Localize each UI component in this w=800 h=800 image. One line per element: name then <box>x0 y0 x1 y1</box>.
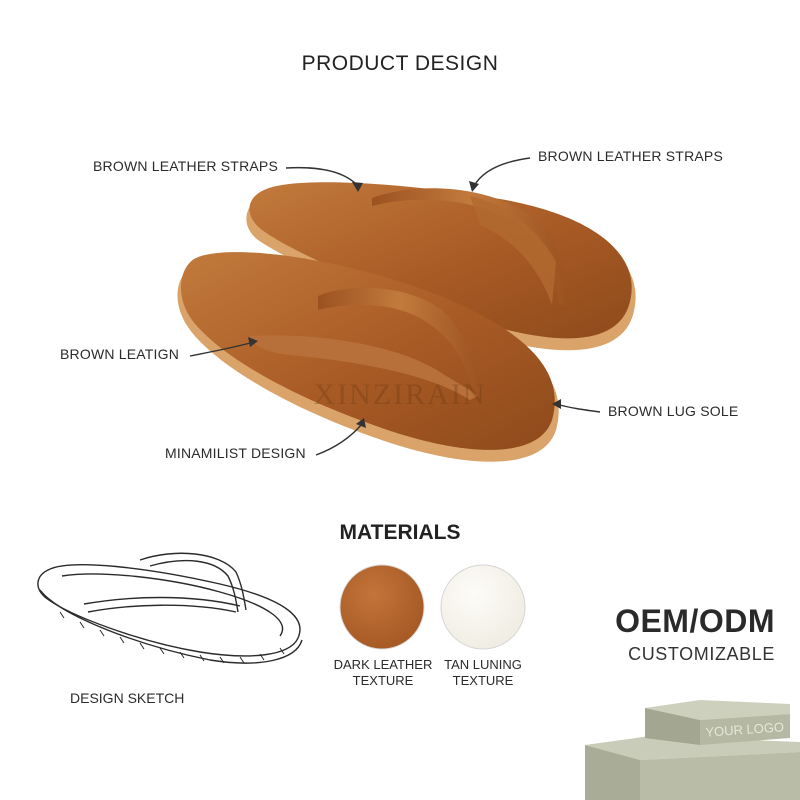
box-top-front <box>645 708 700 745</box>
swatch-tan-lining <box>440 564 526 650</box>
box-top-side <box>700 714 790 745</box>
sketch-strap-side-inner <box>87 604 237 613</box>
sketch-tread <box>59 611 285 664</box>
front-sandal-strap-right <box>250 335 478 400</box>
sketch-footbed <box>61 573 284 637</box>
sketch-strap-top <box>139 552 247 611</box>
callout-brown-leather-straps-right: BROWN LEATHER STRAPS <box>538 148 723 164</box>
sketch-sole-outline <box>37 564 301 657</box>
arrow-straps-right <box>473 157 531 187</box>
box-bottom-top <box>585 736 800 760</box>
sketch-strap-side <box>83 596 241 607</box>
box-bottom-front <box>585 745 640 800</box>
arrowhead-straps-right <box>469 181 479 192</box>
arrowhead-minimalist <box>356 418 366 428</box>
materials-title: MATERIALS <box>339 521 461 544</box>
design-sketch <box>37 552 303 664</box>
box-logo-text: YOUR LOGO <box>705 719 785 739</box>
customizable-subtitle: CUSTOMIZABLE <box>628 644 775 664</box>
arrow-lug-sole <box>555 403 601 413</box>
arrow-leather <box>189 341 255 357</box>
page-title: PRODUCT DESIGN <box>301 52 499 75</box>
callout-brown-lug-sole: BROWN LUG SOLE <box>608 403 739 419</box>
front-sandal <box>177 252 559 462</box>
logo-box-stack: YOUR LOGO <box>585 700 800 800</box>
front-sandal-strap-left <box>318 287 482 394</box>
callout-minimalist-design: MINAMILIST DESIGN <box>165 445 306 461</box>
arrow-minimalist <box>315 423 363 456</box>
watermark-text: XINZIRAIN <box>314 378 487 411</box>
arrow-heads <box>248 181 561 428</box>
oem-odm-title: OEM/ODM <box>615 603 775 639</box>
box-top-lid <box>645 700 790 720</box>
callout-brown-leather-straps-left: BROWN LEATHER STRAPS <box>93 158 278 174</box>
box-bottom-side <box>640 752 800 800</box>
swatch-tan-lining-label: TAN LUNING TEXTURE <box>444 657 522 688</box>
arrowhead-lug-sole <box>552 399 561 409</box>
back-sandal-strap-inner <box>470 196 556 305</box>
callout-brown-leather: BROWN LEATIGN <box>60 346 180 362</box>
arrowhead-straps-left <box>352 182 363 192</box>
arrowhead-leather <box>248 337 258 347</box>
design-sketch-label: DESIGN SKETCH <box>70 690 185 706</box>
back-sandal-strap <box>372 188 568 305</box>
back-sandal <box>246 182 636 351</box>
swatch-dark-leather <box>339 564 425 650</box>
swatch-dark-leather-label: DARK LEATHER TEXTURE <box>333 657 433 688</box>
sketch-strap-top-inner <box>149 559 239 613</box>
